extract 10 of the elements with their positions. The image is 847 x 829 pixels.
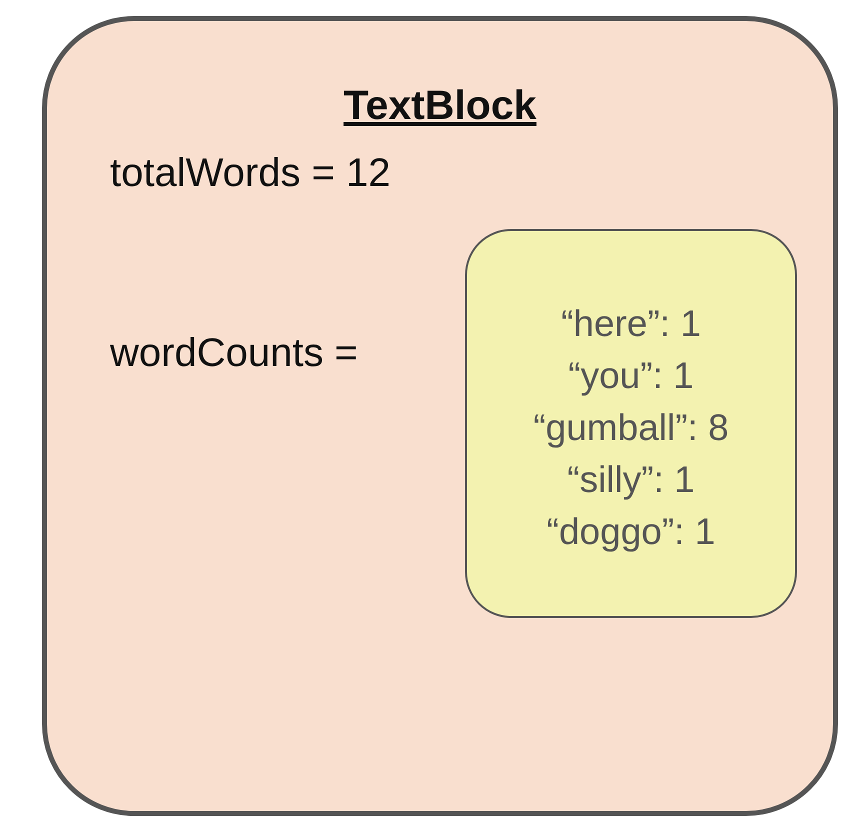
field-label: wordCounts = xyxy=(110,331,358,375)
key-value-entry: “you”: 1 xyxy=(567,354,695,398)
heading: TextBlock xyxy=(344,83,536,128)
key-value-entry: “here”: 1 xyxy=(560,302,702,346)
field-label: totalWords = 12 xyxy=(110,151,391,195)
key-value-entry: “doggo”: 1 xyxy=(546,510,716,554)
key-value-entry: “silly”: 1 xyxy=(566,458,696,502)
dictionary-box xyxy=(465,229,797,618)
object-box xyxy=(42,16,838,816)
key-value-entry: “gumball”: 8 xyxy=(532,406,730,450)
